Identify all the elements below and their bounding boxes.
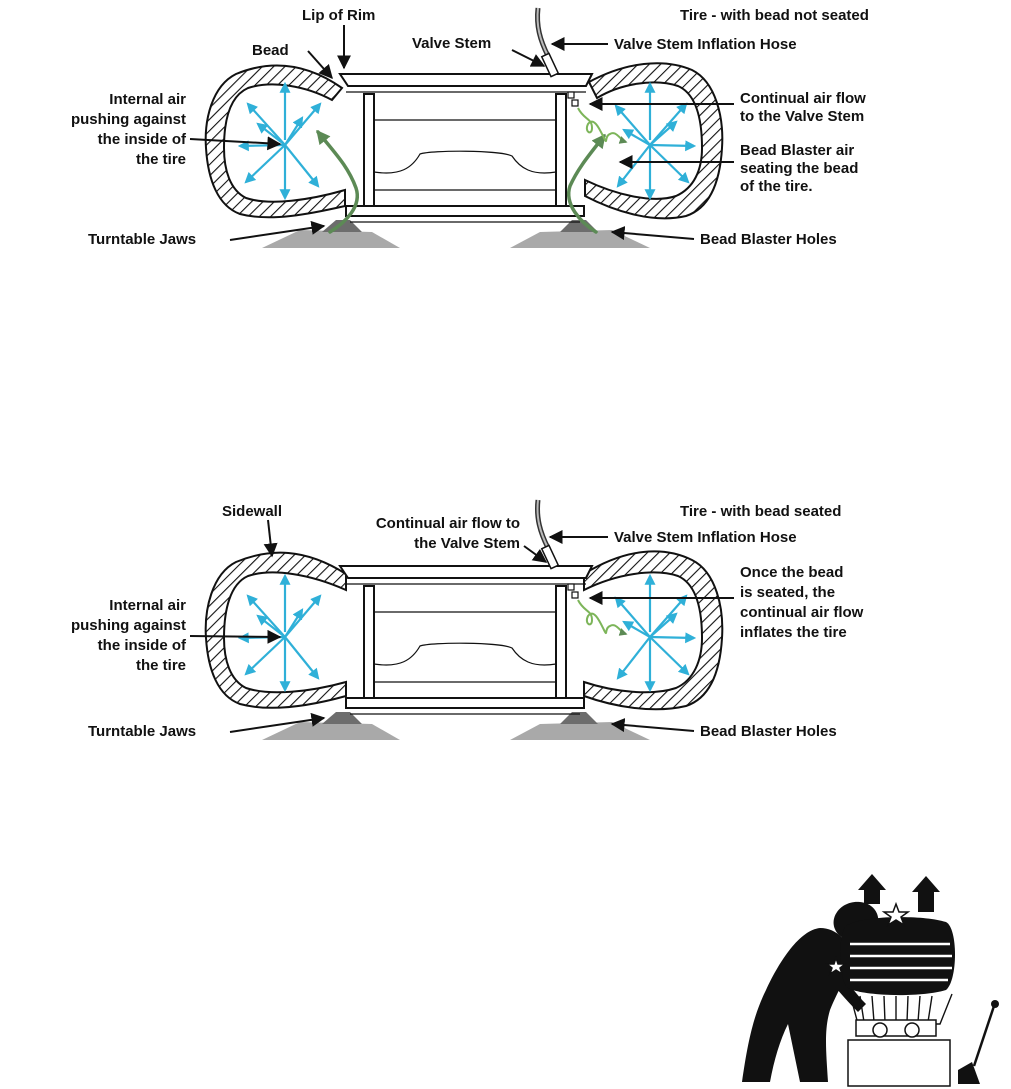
internal-air-arrows-right [614,81,697,201]
left-tire-section-2 [204,551,347,709]
bead-blaster-air-left [316,129,360,234]
valve-stem-hose-2 [535,499,579,599]
bead-label: Bead [252,42,289,59]
valve-stem-hose-label: Valve Stem Inflation Hose [614,36,797,53]
svg-text:inflates the tire: inflates the tire [740,624,847,641]
svg-text:of the tire.: of the tire. [740,178,813,195]
svg-text:the inside of: the inside of [98,637,187,654]
right-tire-section-2 [583,550,724,711]
diagram-bead-seated: Tire - with bead seated Sidewall Continu… [71,499,864,740]
svg-text:Internal air: Internal air [109,597,186,614]
tire-bead-not-seated-title: Tire - with bead not seated [680,7,869,24]
bead-blaster-holes-label-2: Bead Blaster Holes [700,723,837,740]
svg-text:the inside of: the inside of [98,131,187,148]
bead-blaster-holes-label-1: Bead Blaster Holes [700,231,837,248]
turntable-jaws-left-2 [262,712,400,740]
continual-air-flow-label-2: Continual air flow to the Valve Stem [376,515,520,552]
svg-text:Continual air flow to: Continual air flow to [376,515,520,532]
svg-text:pushing against: pushing against [71,111,186,128]
exploding-tire-warning-icon [742,874,999,1087]
svg-text:Internal air: Internal air [109,91,186,108]
internal-air-label-2: Internal air pushing against the inside … [71,597,187,674]
lip-of-rim-label: Lip of Rim [302,7,375,24]
svg-text:Once the bead: Once the bead [740,564,843,581]
sidewall-label: Sidewall [222,503,282,520]
bead-blaster-air-right [566,133,606,234]
svg-text:pushing against: pushing against [71,617,186,634]
svg-text:seating the bead: seating the bead [740,160,858,177]
internal-air-arrows-right-2 [614,573,697,693]
svg-text:is seated, the: is seated, the [740,584,835,601]
tire-bead-seated-title: Tire - with bead seated [680,503,841,520]
svg-text:the tire: the tire [136,657,186,674]
valve-stem-label: Valve Stem [412,35,491,52]
continual-air-flow-curl-2 [577,599,628,636]
svg-text:Bead Blaster air: Bead Blaster air [740,142,854,159]
continual-air-flow-label-1: Continual air flow to the Valve Stem [740,90,866,125]
turntable-jaws-label-2: Turntable Jaws [88,723,196,740]
turntable-jaws-label-1: Turntable Jaws [88,231,196,248]
diagram-bead-not-seated: Lip of Rim Bead Valve Stem Tire - with b… [71,7,869,248]
bead-blaster-air-label: Bead Blaster air seating the bead of the… [740,142,858,195]
valve-stem-hose-label-2: Valve Stem Inflation Hose [614,529,797,546]
internal-air-arrows-left-2 [237,573,322,693]
internal-air-label-1: Internal air pushing against the inside … [71,91,187,168]
svg-text:to the Valve Stem: to the Valve Stem [740,108,864,125]
svg-text:continual air flow: continual air flow [740,604,864,621]
once-seated-label: Once the bead is seated, the continual a… [740,564,864,641]
internal-air-arrows-left [237,81,322,201]
svg-text:the tire: the tire [136,151,186,168]
svg-text:the Valve Stem: the Valve Stem [414,535,520,552]
rim-2 [338,565,594,715]
valve-stem-hose [535,7,579,107]
left-tire-section [204,64,346,219]
turntable-jaws-left [262,220,400,248]
rim [338,73,594,223]
continual-air-flow-curl [577,107,628,144]
right-tire-section [584,62,724,220]
svg-text:Continual air flow: Continual air flow [740,90,866,107]
